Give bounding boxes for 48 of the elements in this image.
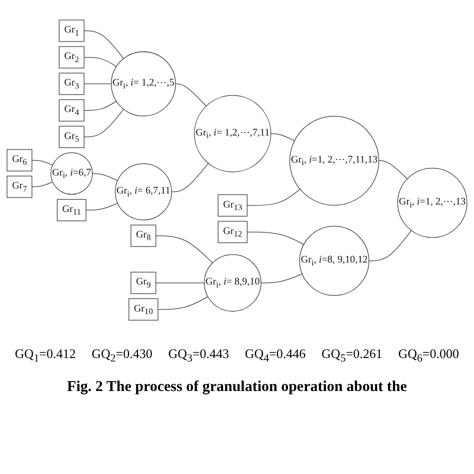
connector — [86, 202, 118, 210]
connector — [84, 56, 117, 67]
connector — [84, 30, 124, 59]
node-box: Gr$_{13}$ — [218, 194, 248, 216]
node-circle: Gr$_{i}$, i= 6,7,11 — [114, 163, 172, 220]
connector — [260, 274, 303, 284]
connector — [84, 108, 124, 138]
node-box: Gr$_{3}$ — [58, 72, 84, 95]
node-circle: Gr$_{i}$, i= 8,9,10 — [204, 254, 262, 312]
node-box: Gr$_{11}$ — [56, 198, 86, 222]
node-circle: Gr$_{i}$, i=1, 2,⋯,7,11,13 — [289, 116, 380, 206]
connector — [175, 83, 207, 106]
figure-caption: Fig. 2 The process of granulation operation about the — [67, 378, 407, 396]
quality-value-label: GQ$_{2}$=0.430 — [92, 346, 152, 365]
node-box: Gr$_{4}$ — [58, 99, 84, 122]
node-box: Gr$_{10}$ — [128, 298, 158, 320]
connector — [32, 181, 53, 187]
node-box: Gr$_{9}$ — [130, 272, 156, 294]
connector — [246, 188, 300, 206]
quality-value-label: GQ$_{3}$=0.443 — [168, 346, 230, 365]
connector — [246, 232, 304, 245]
quality-value-label: GQ$_{6}$=0.000 — [398, 346, 459, 365]
node-box: Gr$_{6}$ — [6, 149, 32, 172]
connector — [378, 160, 408, 180]
quality-value-label: GQ$_{4}$=0.446 — [244, 346, 306, 365]
connector — [84, 100, 117, 111]
node-circle: Gr$_{i}$, i=6,7 — [50, 152, 93, 195]
connector — [158, 296, 208, 310]
node-box: Gr$_{1}$ — [58, 20, 84, 42]
connector — [156, 282, 205, 284]
connector — [171, 162, 209, 192]
node-circle: Gr$_{i}$, i=1, 2,⋯,13 — [397, 168, 468, 238]
node-box: Gr$_{8}$ — [130, 224, 156, 247]
quality-value-label: GQ$_{5}$=0.261 — [322, 346, 382, 365]
connector — [92, 173, 118, 181]
connector — [156, 235, 213, 264]
connector — [270, 133, 295, 141]
quality-value-label: GQ$_{1}$=0.412 — [14, 346, 76, 365]
node-circle: Gr$_{i}$, i=8, 9,10,12 — [299, 226, 370, 296]
connector — [84, 83, 112, 84]
node-box: Gr$_{2}$ — [58, 46, 84, 68]
node-box: Gr$_{7}$ — [6, 176, 32, 198]
node-box: Gr$_{5}$ — [58, 126, 84, 148]
connector — [32, 160, 53, 166]
node-box: Gr$_{12}$ — [218, 220, 248, 243]
node-circle: Gr$_{i}$, i= 1,2,⋯,5 — [110, 51, 176, 116]
connector — [368, 230, 412, 262]
node-circle: Gr$_{i}$, i= 1,2,⋯,7,11 — [194, 95, 272, 172]
